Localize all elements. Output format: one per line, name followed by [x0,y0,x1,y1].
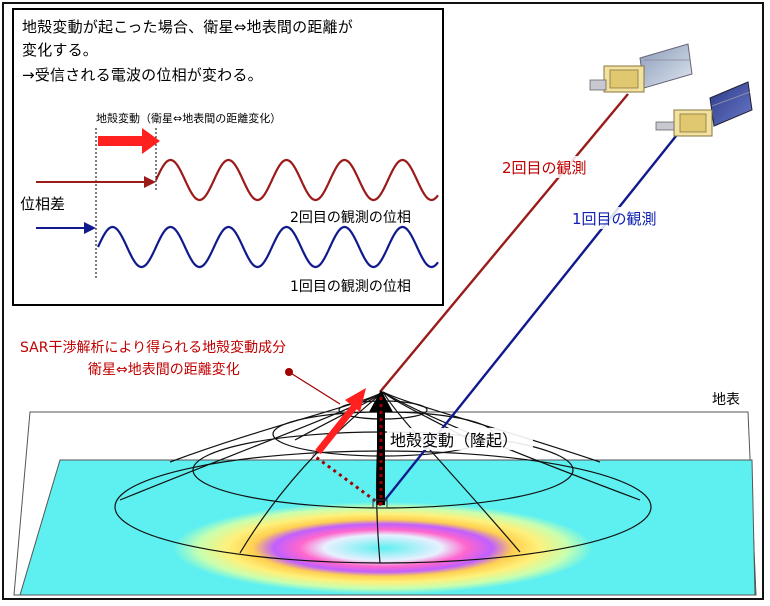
uplift-label: 地殻変動（隆起） [390,431,518,450]
explanation-line-2: 変化する。 [22,41,99,59]
shift-label: 地殻変動（衛星⇔地表間の距離変化） [96,111,281,125]
first-observation-label: 1回目の観測 [572,210,657,228]
explanation-line-1: 地殻変動が起こった場合、衛星⇔地表間の距離が [22,18,353,36]
phase-diff-arrow-red-head [144,176,156,188]
interference-fringes [173,502,593,594]
second-observation-wave [155,158,439,202]
first-observation-wave [97,225,439,269]
explanation-line-3: →受信される電波の位相が変わる。 [22,66,263,84]
sar-component-label-2: 衛星⇔地表間の距離変化 [88,361,240,378]
projection-dotted-diag [312,453,382,507]
first-phase-label: 1回目の観測の位相 [290,278,411,295]
shift-arrow-head [142,128,160,154]
explanation-panel: 地殻変動が起こった場合、衛星⇔地表間の距離が 変化する。 →受信される電波の位相… [12,8,444,306]
phase-difference-label: 位相差 [20,195,65,213]
phase-diff-arrow-blue-head [84,222,96,234]
second-observation-label: 2回目の観測 [502,159,587,177]
satellite-second-icon [589,43,693,93]
los-component-arrow-head [345,388,366,412]
figure-frame [2,2,764,600]
second-observation-los [379,93,629,393]
sar-component-label-1: SAR干渉解析により得られる地殻変動成分 [20,339,286,356]
base-marker [372,499,388,509]
second-phase-label: 2回目の観測の位相 [290,209,411,226]
leader-line [288,371,341,405]
surface-label: 地表 [712,392,740,408]
uplift-arrow-head [369,390,393,412]
phase-diagram: 地殻変動（衛星⇔地表間の距離変化） 位相差 2回目の観測の位相 1回目の観測の位… [20,111,439,295]
shift-arrow-shaft [98,136,142,146]
satellite-first-icon [655,81,753,137]
los-component-arrow-shaft [315,404,357,455]
